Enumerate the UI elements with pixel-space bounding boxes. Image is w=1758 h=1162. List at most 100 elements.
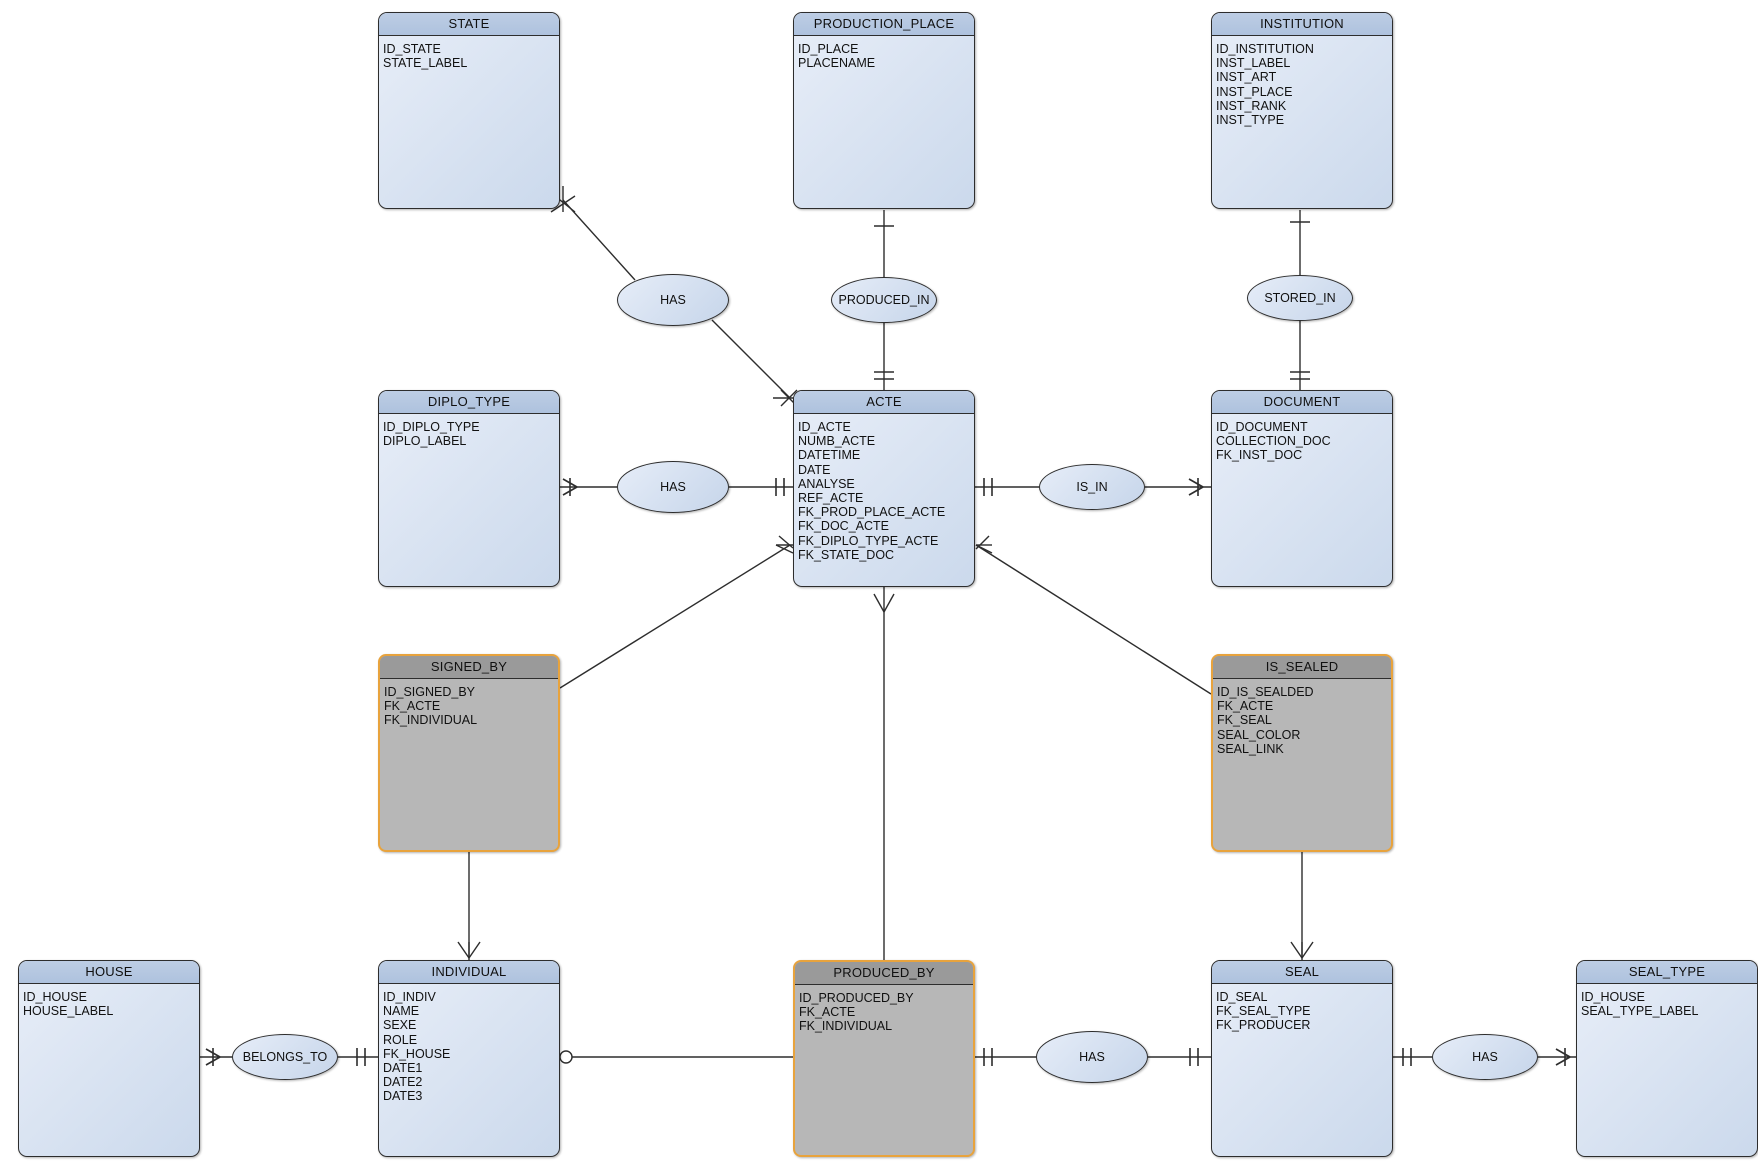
card-acte-left xyxy=(775,478,785,496)
entity-attribute: FK_ACTE xyxy=(1217,699,1274,714)
entity-title: STATE xyxy=(379,13,559,36)
entity-attribute: ID_DIPLO_TYPE xyxy=(383,420,480,434)
entity-attribute: FK_STATE_DOC xyxy=(798,547,895,562)
entity-attribute: ID_INSTITUTION xyxy=(1216,42,1314,56)
entity-title: ACTE xyxy=(794,391,974,414)
relationship-label: HAS xyxy=(660,293,686,307)
entity-attribute: ID_DOCUMENT xyxy=(1216,420,1308,434)
entity-title: DOCUMENT xyxy=(1212,391,1392,414)
card-seal-right xyxy=(1402,1048,1412,1066)
entity-attribute: ID_STATE xyxy=(383,42,441,56)
relationship-rel_acte_document[interactable]: IS_IN xyxy=(1039,464,1145,510)
card-diplo-side xyxy=(562,478,578,496)
relationship-rel_place_acte[interactable]: PRODUCED_IN xyxy=(831,277,937,323)
card-producedby-right xyxy=(983,1048,993,1066)
entity-attribute: SEXE xyxy=(383,1018,417,1033)
entity-title: DIPLO_TYPE xyxy=(379,391,559,414)
entity-attribute: ROLE xyxy=(383,1032,418,1047)
entity-attribute: DIPLO_LABEL xyxy=(383,434,467,449)
relationship-rel_house_individual[interactable]: BELONGS_TO xyxy=(232,1034,338,1080)
entity-attribute: FK_PROD_PLACE_ACTE xyxy=(798,505,946,520)
relationship-rel_producedby_seal[interactable]: HAS xyxy=(1036,1031,1148,1083)
entity-attribute: INST_PLACE xyxy=(1216,84,1293,99)
relationship-rel_seal_sealtype[interactable]: HAS xyxy=(1432,1034,1538,1080)
relationship-label: HAS xyxy=(1079,1050,1105,1064)
entity-attribute: FK_SEAL xyxy=(1217,713,1272,728)
card-indiv-left xyxy=(356,1048,366,1066)
entity-attribute: ANALYSE xyxy=(798,476,855,491)
card-sealtype-left xyxy=(1555,1048,1571,1066)
relationship-label: BELONGS_TO xyxy=(242,1050,328,1064)
entity-title: SEAL xyxy=(1212,961,1392,984)
entity-attribute: ID_HOUSE xyxy=(1581,990,1645,1004)
line-has-acte xyxy=(711,319,791,399)
entity-attribute: ID_INDIV xyxy=(383,990,436,1004)
entity-attribute: DATE1 xyxy=(383,1061,423,1076)
relationship-rel_doc_institution[interactable]: STORED_IN xyxy=(1247,275,1353,321)
entity-attribute: FK_DOC_ACTE xyxy=(798,519,889,534)
relationship-rel_diplo_acte[interactable]: HAS xyxy=(617,461,729,513)
entity-title: INDIVIDUAL xyxy=(379,961,559,984)
relationship-label: PRODUCED_IN xyxy=(838,293,930,307)
entity-attribute: NUMB_ACTE xyxy=(798,434,876,449)
entity-attribute: HOUSE_LABEL xyxy=(23,1004,114,1019)
card-acte-right xyxy=(983,478,993,496)
entity-attribute: ID_SEAL xyxy=(1216,990,1268,1004)
line-state-has xyxy=(562,199,636,281)
entity-attribute: ID_IS_SEALDED xyxy=(1217,685,1314,699)
entity-attribute: FK_DIPLO_TYPE_ACTE xyxy=(798,533,939,548)
entity-attribute: DATETIME xyxy=(798,448,861,463)
relationship-rel_state_acte[interactable]: HAS xyxy=(617,274,729,326)
entity-attribute: COLLECTION_DOC xyxy=(1216,434,1331,449)
entity-attribute: DATE2 xyxy=(383,1075,423,1090)
arrow-acte-bottom xyxy=(873,593,895,613)
entity-title: PRODUCTION_PLACE xyxy=(794,13,974,36)
card-house-right xyxy=(205,1048,221,1066)
relationship-label: IS_IN xyxy=(1076,480,1108,494)
entity-attribute: FK_ACTE xyxy=(384,699,441,714)
crowfoot-indiv-top xyxy=(457,941,481,959)
entity-attribute: FK_INST_DOC xyxy=(1216,448,1303,463)
entity-attribute: ID_PRODUCED_BY xyxy=(799,991,914,1005)
relationship-label: STORED_IN xyxy=(1264,291,1336,305)
line-signedby-acte xyxy=(559,544,791,689)
card-one-doc-top xyxy=(1290,371,1310,380)
entity-attribute: DATE3 xyxy=(383,1089,423,1104)
entity-attribute: STATE_LABEL xyxy=(383,56,468,71)
card-one-acte-top xyxy=(874,371,894,380)
entity-attribute: FK_INDIVIDUAL xyxy=(799,1019,893,1034)
card-seal-left xyxy=(1189,1048,1199,1066)
entity-attribute: INST_RANK xyxy=(1216,98,1287,113)
entity-title: HOUSE xyxy=(19,961,199,984)
entity-attribute: ID_ACTE xyxy=(798,420,851,434)
entity-title: INSTITUTION xyxy=(1212,13,1392,36)
entity-attribute: FK_ACTE xyxy=(799,1005,856,1020)
entity-attribute: INST_TYPE xyxy=(1216,113,1285,128)
